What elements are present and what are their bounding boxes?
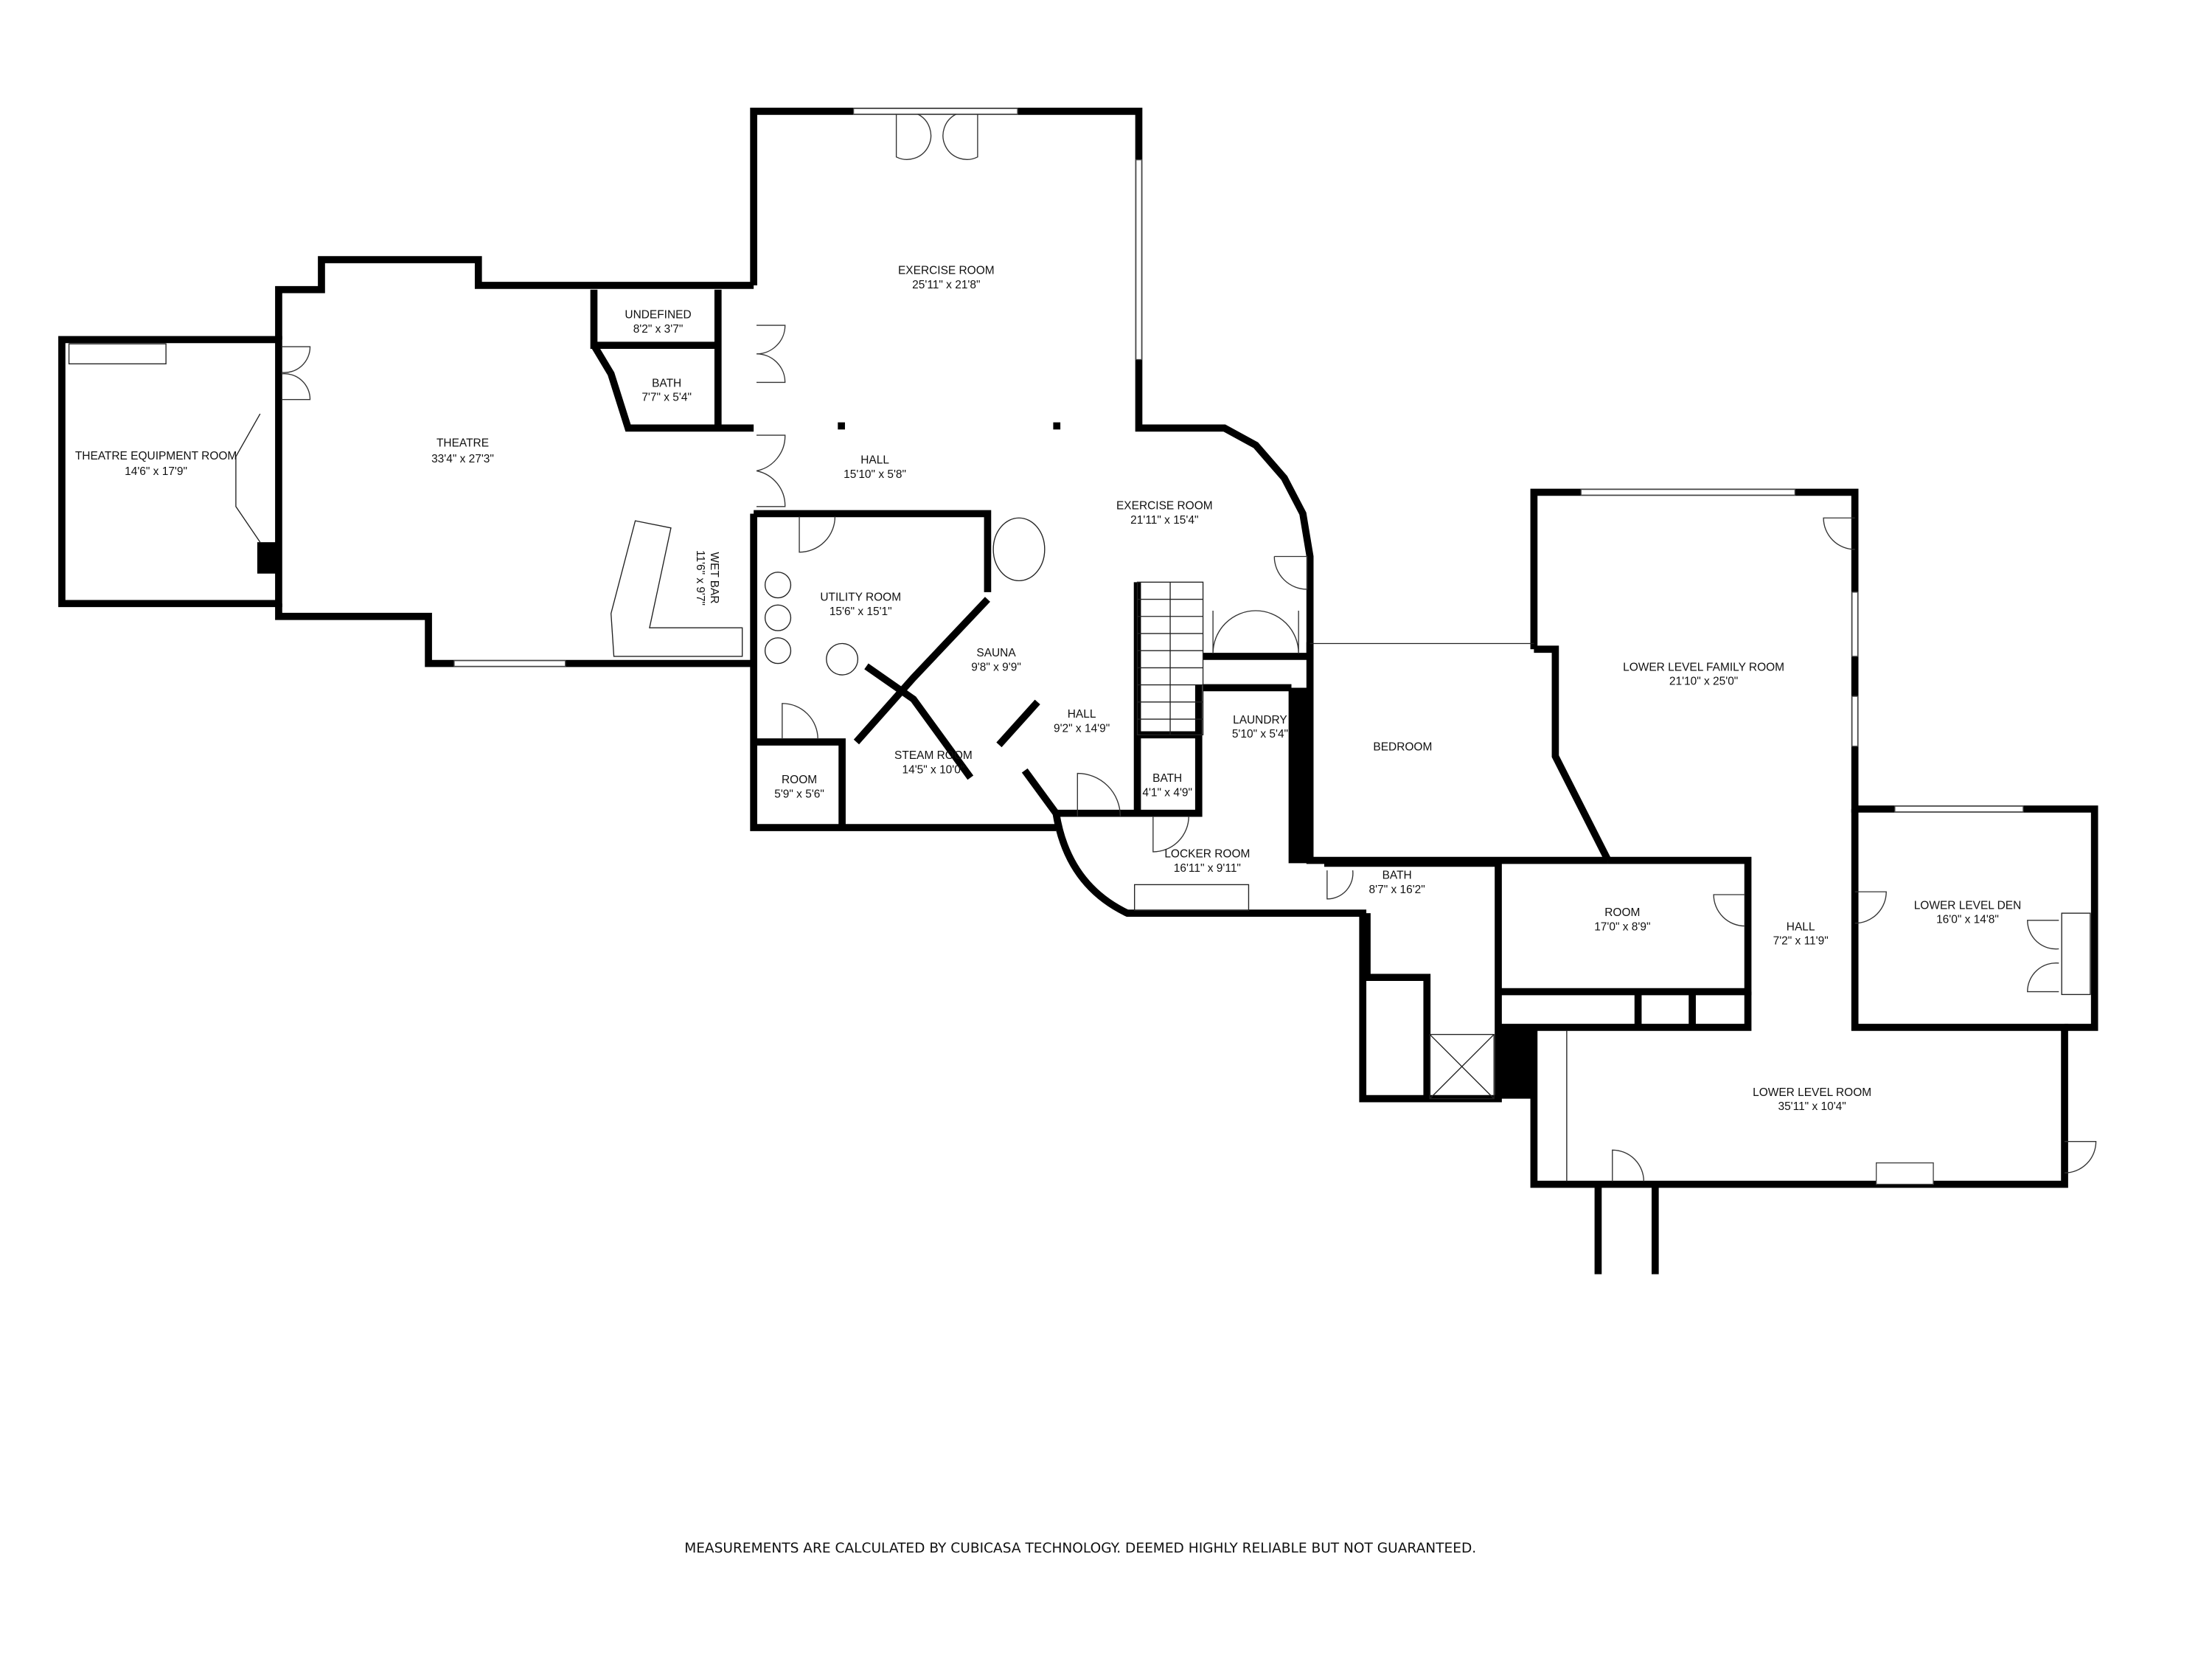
room-steam-name: STEAM ROOM xyxy=(894,749,973,762)
room-laundry-dims: 5'10" x 5'4" xyxy=(1232,728,1288,740)
room-bath-lower-name: BATH xyxy=(1382,870,1412,882)
thick-wall xyxy=(1288,687,1312,864)
room-den-dims: 16'0" x 14'8" xyxy=(1936,914,1999,926)
room-exercise-1-dims: 25'11" x 21'8" xyxy=(912,279,980,291)
room-bedroom-name: BEDROOM xyxy=(1373,741,1432,754)
room-mid-name: ROOM xyxy=(1604,906,1640,919)
room-theatre-equipment-name: THEATRE EQUIPMENT ROOM xyxy=(75,450,237,462)
room-steam-dims: 14'5" x 10'0" xyxy=(902,764,964,777)
room-lower-name: LOWER LEVEL ROOM xyxy=(1753,1086,1871,1099)
room-locker-dims: 16'11" x 9'11" xyxy=(1174,862,1241,875)
room-bath-upper-dims: 7'7" x 5'4" xyxy=(641,392,692,404)
room-lower-dims: 35'11" x 10'4" xyxy=(1778,1100,1846,1113)
room-theatre-equipment-dims: 14'6" x 17'9" xyxy=(125,465,187,478)
room-utility-dims: 15'6" x 15'1" xyxy=(830,606,892,618)
room-hall-1-name: HALL xyxy=(860,454,889,467)
room-hall-3-dims: 7'2" x 11'9" xyxy=(1773,935,1829,948)
room-family-name: LOWER LEVEL FAMILY ROOM xyxy=(1623,661,1784,673)
thin-lines xyxy=(68,343,2091,1182)
walls xyxy=(58,108,2098,1274)
room-locker-name: LOCKER ROOM xyxy=(1164,848,1250,861)
room-hall-2-name: HALL xyxy=(1068,708,1096,721)
room-bath-lower-dims: 8'7" x 16'2" xyxy=(1369,884,1425,896)
room-sauna-name: SAUNA xyxy=(976,647,1016,659)
room-wet-bar-name: WET BAR xyxy=(708,552,720,603)
room-undefined-name: UNDEFINED xyxy=(625,308,691,321)
room-family-dims: 21'10" x 25'0" xyxy=(1669,676,1738,688)
room-laundry-name: LAUNDRY xyxy=(1233,714,1287,726)
disclaimer-note: MEASUREMENTS ARE CALCULATED BY CUBICASA … xyxy=(684,1541,1476,1556)
room-exercise-1-name: EXERCISE ROOM xyxy=(898,264,995,277)
room-sauna-dims: 9'8" x 9'9" xyxy=(971,661,1021,673)
room-bath-upper-name: BATH xyxy=(652,377,681,389)
room-hall-2-dims: 9'2" x 14'9" xyxy=(1054,722,1110,735)
room-labels: THEATRE EQUIPMENT ROOM 14'6" x 17'9" THE… xyxy=(75,264,2021,1113)
room-den-name: LOWER LEVEL DEN xyxy=(1914,899,2022,912)
room-hall-3-name: HALL xyxy=(1787,920,1815,933)
room-theatre-dims: 33'4" x 27'3" xyxy=(431,453,494,465)
room-mid-dims: 17'0" x 8'9" xyxy=(1594,920,1650,933)
room-small-dims: 5'9" x 5'6" xyxy=(774,788,824,800)
room-small-name: ROOM xyxy=(782,774,817,786)
room-undefined-dims: 8'2" x 3'7" xyxy=(633,323,684,336)
room-bath-small-dims: 4'1" x 4'9" xyxy=(1142,787,1192,799)
room-utility-name: UTILITY ROOM xyxy=(820,591,901,603)
room-hall-1-dims: 15'10" x 5'8" xyxy=(844,468,906,481)
doors xyxy=(281,114,2097,1182)
room-exercise-2-name: EXERCISE ROOM xyxy=(1116,500,1213,513)
room-bath-small-name: BATH xyxy=(1152,772,1182,785)
room-exercise-2-dims: 21'11" x 15'4" xyxy=(1130,514,1198,527)
room-theatre-name: THEATRE xyxy=(437,437,489,450)
room-wet-bar-dims: 11'6" x 9'7" xyxy=(694,550,706,606)
windows xyxy=(453,108,2024,1185)
